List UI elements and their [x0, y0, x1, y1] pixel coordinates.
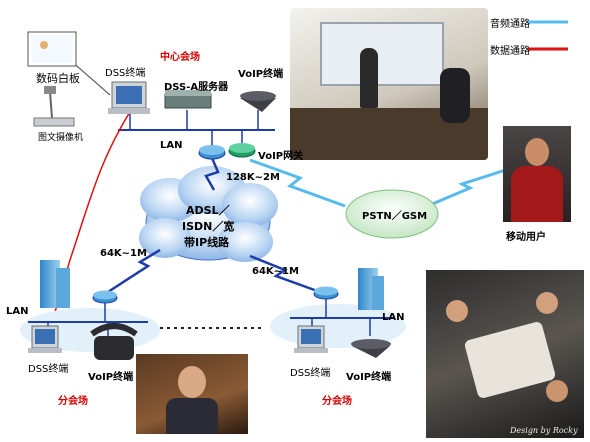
branch-meeting-photo — [426, 270, 584, 438]
right-dss-terminal-label: DSS终端 — [290, 368, 331, 379]
center-bandwidth-label: 128K~2M — [226, 172, 280, 183]
pstn-gsm-cloud — [345, 189, 439, 239]
signature: Design by Rocky — [510, 426, 578, 435]
wan-link-left — [107, 248, 161, 294]
right-router — [313, 286, 339, 300]
right-branch-title: 分会场 — [322, 396, 352, 407]
left-router — [92, 290, 118, 304]
audio-link-mobile — [429, 166, 513, 207]
right-voip-terminal — [351, 339, 391, 358]
ip-network-cloud — [139, 166, 278, 262]
server-label: DSS-A服务器 — [164, 82, 229, 93]
branch-phone-user-photo — [136, 354, 248, 434]
voip-gateway-label: VoIP网关 — [258, 151, 304, 162]
audio-link-pstn — [249, 158, 346, 208]
cloud-label-line3: 带IP线路 — [184, 236, 230, 249]
right-building — [358, 268, 384, 310]
center-dss-terminal — [108, 81, 150, 114]
right-bandwidth-label: 64K~1M — [252, 266, 299, 277]
center-voip-terminal — [240, 91, 276, 112]
center-voip-terminal-label: VoIP终端 — [238, 69, 284, 80]
whiteboard-label: 数码白板 — [36, 72, 80, 85]
wan-link-center — [204, 157, 220, 191]
cloud-label-line2: ISDN／宽 — [182, 220, 235, 233]
left-building — [40, 260, 70, 308]
left-lan-label: LAN — [6, 306, 29, 317]
center-dss-terminal-label: DSS终端 — [105, 68, 146, 79]
left-dss-terminal-label: DSS终端 — [28, 364, 69, 375]
dss-server — [164, 90, 212, 109]
left-voip-phone — [90, 323, 138, 360]
left-voip-terminal-label: VoIP终端 — [88, 372, 134, 383]
right-lan-label: LAN — [382, 312, 405, 323]
cloud-label-line1: ADSL／ — [186, 204, 230, 217]
left-dss-terminal — [28, 325, 62, 353]
doc-camera-label: 图文摄像机 — [38, 133, 84, 143]
voip-gateway-device — [228, 143, 256, 158]
mobile-user-label: 移动用户 — [506, 232, 546, 243]
document-camera-device — [33, 86, 75, 127]
legend-data-label: 数据通路 — [490, 46, 530, 57]
wan-link-right — [249, 254, 321, 294]
right-dss-terminal — [294, 325, 328, 353]
left-branch-title: 分会场 — [58, 396, 88, 407]
mobile-user-photo — [503, 126, 571, 222]
pstn-label: PSTN／GSM — [362, 211, 428, 222]
center-venue-title: 中心会场 — [160, 52, 200, 63]
center-lan-label: LAN — [160, 140, 183, 151]
right-voip-terminal-label: VoIP终端 — [346, 372, 392, 383]
center-conference-photo — [290, 8, 488, 160]
whiteboard-device — [27, 31, 77, 67]
center-router — [198, 145, 226, 160]
left-bandwidth-label: 64K~1M — [100, 248, 147, 259]
legend-audio-label: 音频通路 — [490, 19, 530, 30]
